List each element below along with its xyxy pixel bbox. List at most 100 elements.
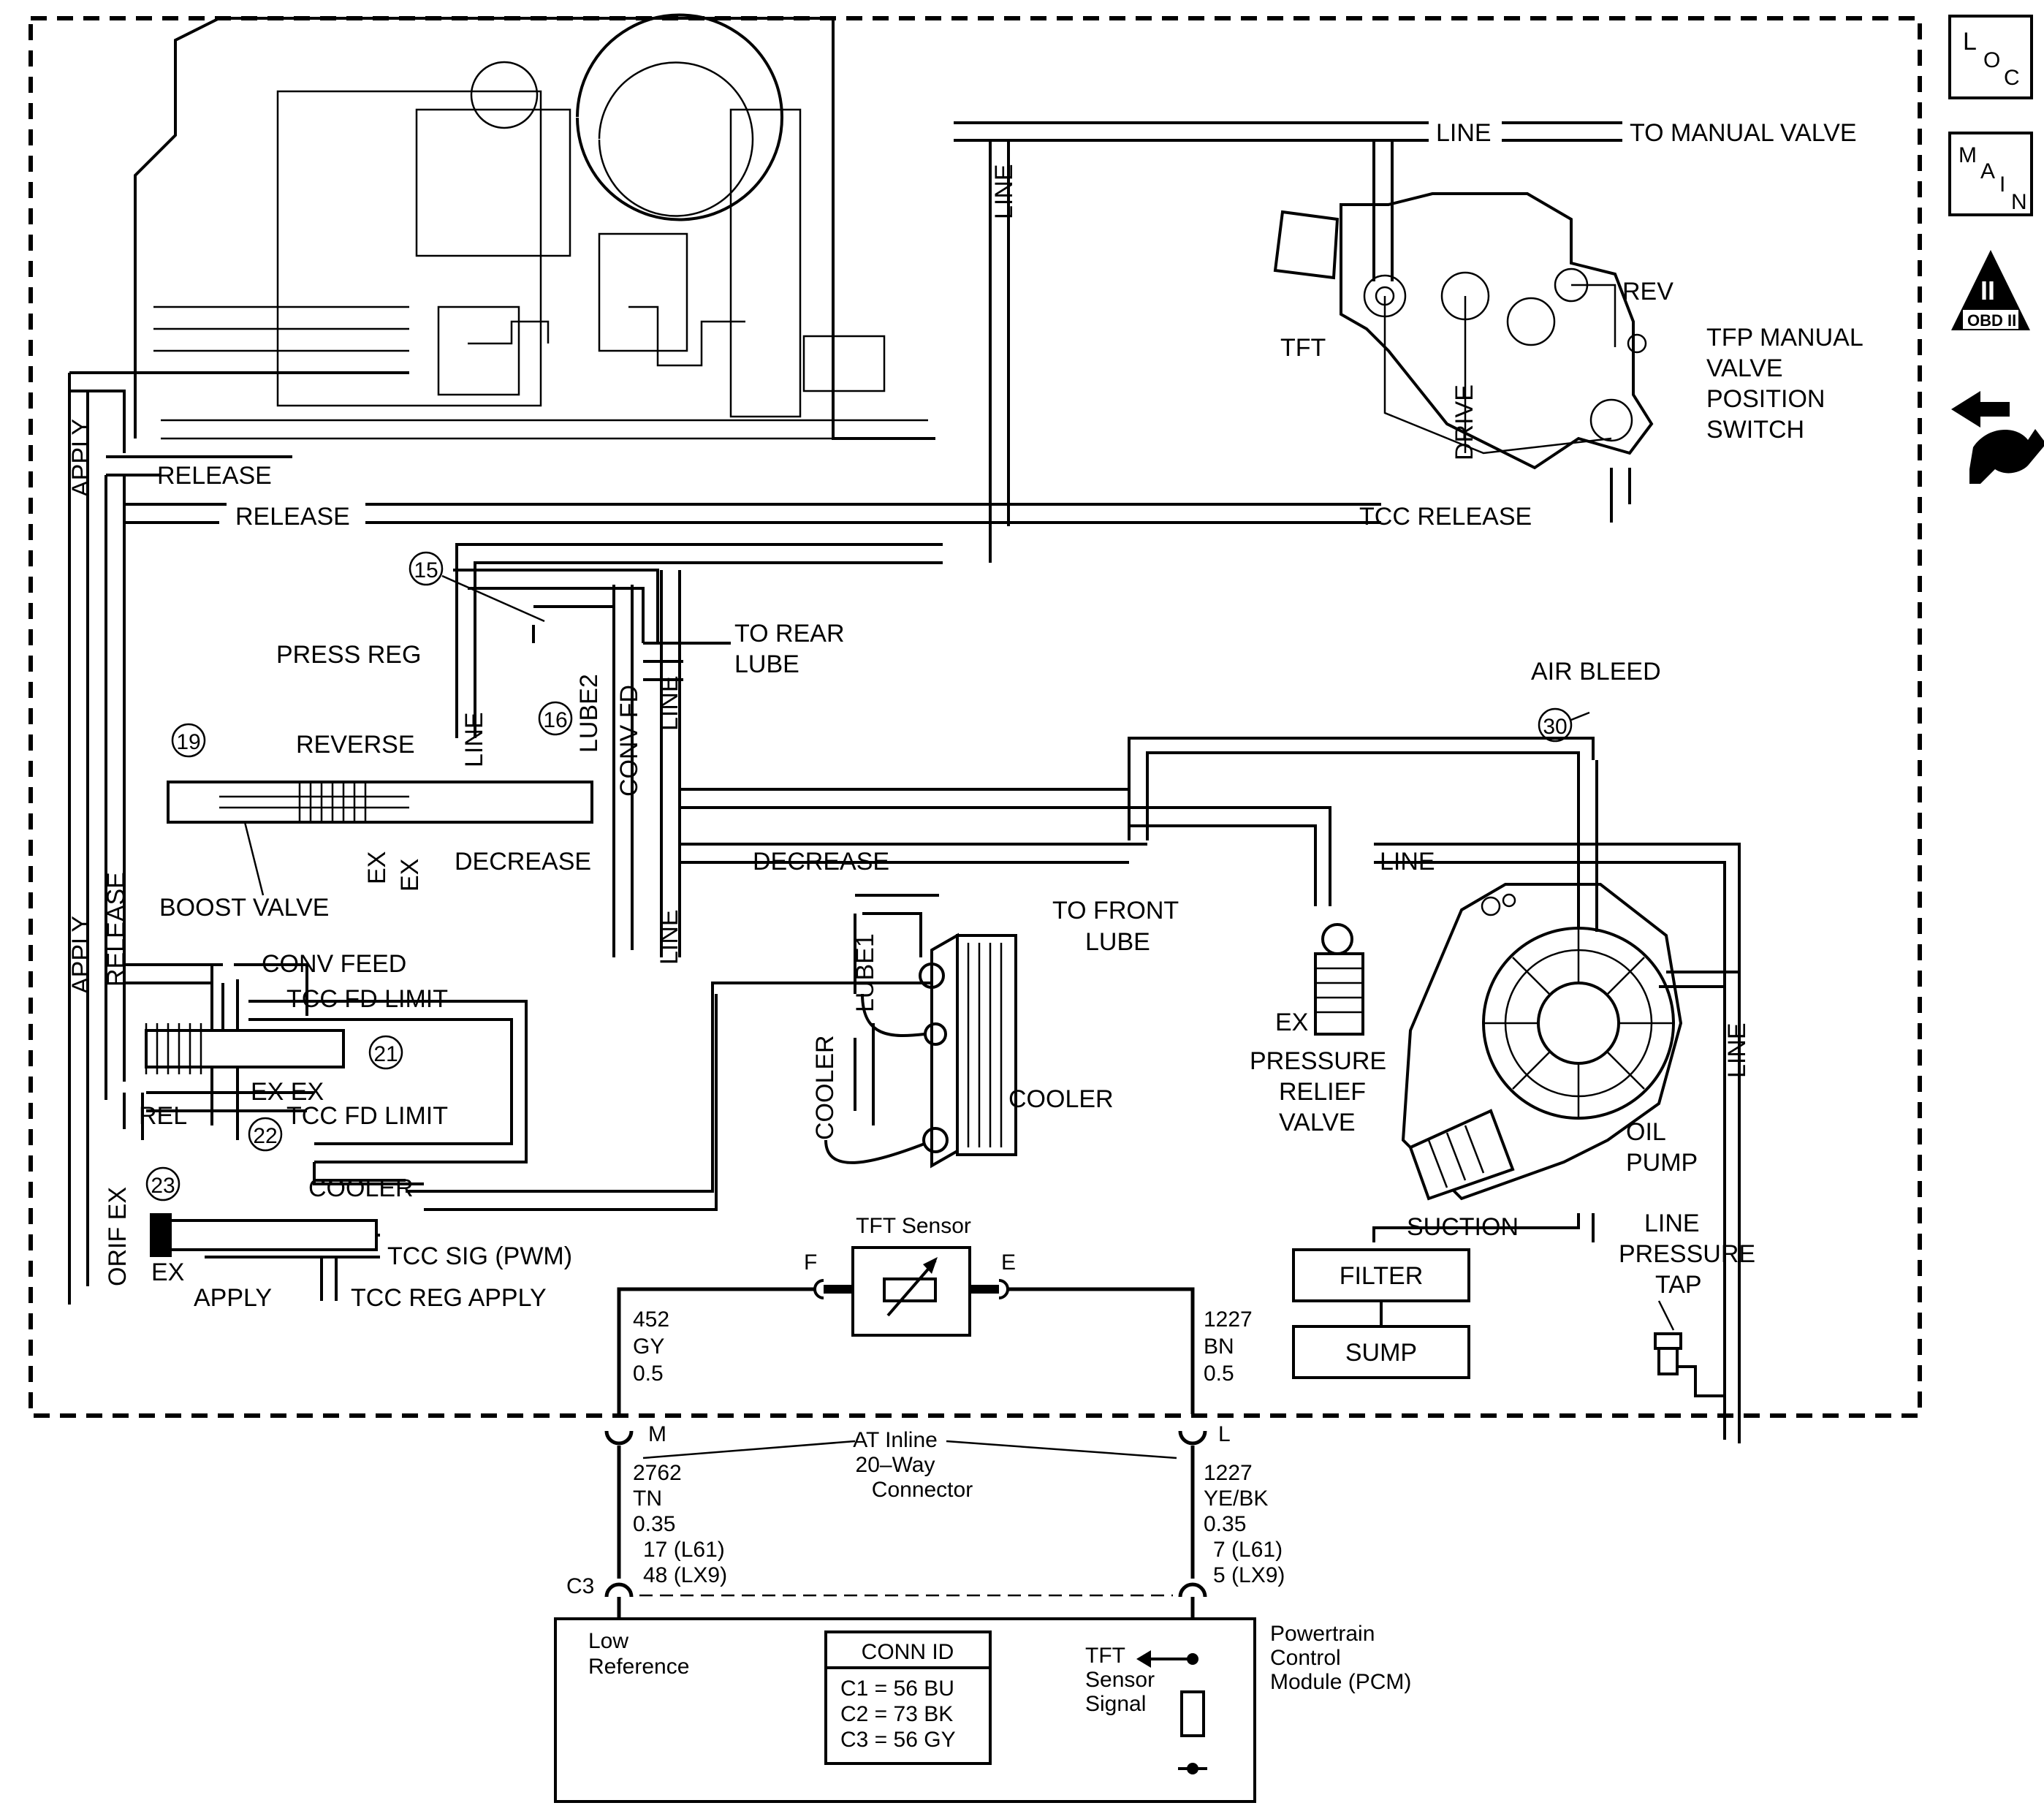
tft-sensor-title: TFT Sensor	[856, 1214, 971, 1238]
svg-text:TFP MANUAL: TFP MANUAL	[1706, 324, 1863, 352]
conv-feed-label: CONV FEED	[262, 950, 406, 978]
sump-label: SUMP	[1345, 1339, 1417, 1367]
svg-text:POSITION: POSITION	[1706, 385, 1825, 413]
svg-text:16: 16	[543, 708, 567, 732]
svg-text:5 (LX9): 5 (LX9)	[1213, 1563, 1285, 1587]
wire-label-left-top: 452 GY 0.5	[633, 1307, 669, 1386]
apply-top-label: APPLY	[67, 419, 95, 497]
callout-23: 23	[145, 1166, 181, 1201]
svg-text:2762: 2762	[633, 1461, 682, 1485]
ex-prv-label: EX	[1275, 1009, 1308, 1036]
svg-text:0.35: 0.35	[633, 1512, 675, 1536]
cooler-horizontal-label: COOLER	[308, 1174, 414, 1202]
sensor-wires-bottom	[617, 1446, 1195, 1579]
callout-21: 21	[368, 1035, 403, 1070]
svg-text:Powertrain: Powertrain	[1270, 1622, 1375, 1646]
svg-text:19: 19	[176, 730, 200, 754]
loc-icon[interactable]: L O C	[1948, 15, 2033, 99]
ex-ex-label: EX EX	[251, 1078, 324, 1106]
filter-label: FILTER	[1340, 1262, 1424, 1290]
tcc-sig-label: TCC SIG (PWM)	[387, 1242, 572, 1270]
svg-text:0.35: 0.35	[1204, 1512, 1246, 1536]
svg-text:BN: BN	[1204, 1334, 1234, 1359]
oil-pump-label-2: PUMP	[1626, 1149, 1698, 1177]
ex-label-2: EX	[396, 859, 424, 892]
line-label-d: LINE	[656, 909, 683, 965]
svg-text:O: O	[1983, 48, 2000, 72]
tcc-release-label: TCC RELEASE	[1359, 503, 1532, 531]
decrease-label-1: DECREASE	[455, 848, 591, 876]
svg-text:L: L	[1218, 1422, 1231, 1446]
line-label-e: LINE	[1723, 1022, 1751, 1078]
pcm-connector-c3: C3	[566, 1574, 1207, 1598]
svg-text:15: 15	[414, 558, 438, 582]
svg-text:II: II	[1980, 276, 1995, 305]
svg-text:C1 = 56 BU: C1 = 56 BU	[840, 1677, 954, 1701]
svg-text:452: 452	[633, 1307, 669, 1332]
cooler-label: COOLER	[1008, 1085, 1114, 1113]
conn-id-table: CONN ID C1 = 56 BU C2 = 73 BK C3 = 56 GY	[824, 1630, 992, 1765]
svg-text:TFT: TFT	[1085, 1644, 1125, 1668]
svg-text:PRESSURE: PRESSURE	[1250, 1047, 1386, 1075]
callout-19: 19	[171, 723, 206, 758]
cooler-vertical-label: COOLER	[811, 1035, 839, 1140]
svg-text:LINE: LINE	[1644, 1210, 1700, 1237]
svg-text:Module (PCM): Module (PCM)	[1270, 1670, 1411, 1694]
svg-text:TN: TN	[633, 1487, 662, 1511]
press-reg-label: PRESS REG	[276, 641, 421, 669]
tft-sensor: TFT Sensor F E	[804, 1214, 1016, 1337]
drive-label: DRIVE	[1451, 384, 1478, 460]
cooler-drawing	[824, 933, 1017, 1169]
suction-label: SUCTION	[1407, 1213, 1519, 1241]
svg-text:YE/BK: YE/BK	[1204, 1487, 1268, 1511]
svg-text:21: 21	[373, 1042, 398, 1066]
svg-text:M: M	[648, 1422, 666, 1446]
svg-text:30: 30	[1543, 715, 1567, 739]
line-top-label: LINE	[1436, 119, 1492, 147]
filter-box	[1292, 1248, 1470, 1302]
svg-text:VALVE: VALVE	[1706, 354, 1783, 382]
wire-label-right-top: 1227 BN 0.5	[1204, 1307, 1253, 1386]
tcc-fd-limit-label-2: TCC FD LIMIT	[286, 1102, 448, 1130]
pcm-name-label: Powertrain Control Module (PCM)	[1270, 1622, 1411, 1694]
svg-text:Signal: Signal	[1085, 1692, 1146, 1716]
tfp-switch-label: TFP MANUAL VALVE POSITION SWITCH	[1706, 324, 1863, 444]
wrench-arrow-icon[interactable]	[1951, 391, 2044, 484]
ex-label-3: EX	[151, 1258, 184, 1286]
obd-icon[interactable]: II OBD II	[1951, 250, 2030, 330]
to-manual-valve-label: TO MANUAL VALVE	[1630, 119, 1857, 147]
svg-text:0.5: 0.5	[1204, 1362, 1234, 1386]
svg-text:L: L	[1963, 28, 1977, 56]
svg-text:1227: 1227	[1204, 1307, 1253, 1332]
svg-text:C3 = 56 GY: C3 = 56 GY	[840, 1728, 956, 1752]
line-label-b: LINE	[656, 675, 683, 731]
svg-text:C3: C3	[566, 1574, 594, 1598]
svg-text:PRESSURE: PRESSURE	[1619, 1240, 1755, 1268]
svg-text:M: M	[1958, 143, 1977, 167]
tcc-fd-limit-label-1: TCC FD LIMIT	[286, 985, 448, 1013]
svg-text:20–Way: 20–Way	[856, 1453, 935, 1477]
svg-text:C2 = 73 BK: C2 = 73 BK	[840, 1702, 953, 1726]
low-reference-label: Low	[588, 1629, 628, 1653]
callout-22: 22	[248, 1117, 283, 1152]
callout-16: 16	[538, 701, 573, 736]
svg-text:AT Inline: AT Inline	[853, 1428, 938, 1452]
svg-text:OBD II: OBD II	[1967, 311, 2016, 330]
svg-text:48 (LX9): 48 (LX9)	[643, 1563, 727, 1587]
to-front-lube-label-2: LUBE	[1085, 928, 1150, 956]
main-icon[interactable]: M A I N	[1948, 132, 2033, 216]
pullup-resistor	[1180, 1690, 1205, 1737]
svg-text:7 (L61): 7 (L61)	[1213, 1538, 1283, 1562]
decrease-label-2: DECREASE	[753, 848, 889, 876]
svg-text:RELIEF: RELIEF	[1279, 1078, 1366, 1106]
svg-text:TAP: TAP	[1655, 1271, 1702, 1299]
svg-text:F: F	[804, 1250, 817, 1275]
pressure-relief-valve-label: PRESSURE RELIEF VALVE	[1250, 1047, 1386, 1136]
to-rear-lube-label-2: LUBE	[734, 650, 799, 678]
svg-text:17 (L61): 17 (L61)	[643, 1538, 725, 1562]
pcm-module: Low Reference CONN ID C1 = 56 BU C2 = 73…	[554, 1617, 1256, 1803]
release-label-1: RELEASE	[157, 462, 272, 490]
callout-30: 30	[1538, 707, 1573, 743]
to-rear-lube-label-1: TO REAR	[734, 620, 845, 648]
